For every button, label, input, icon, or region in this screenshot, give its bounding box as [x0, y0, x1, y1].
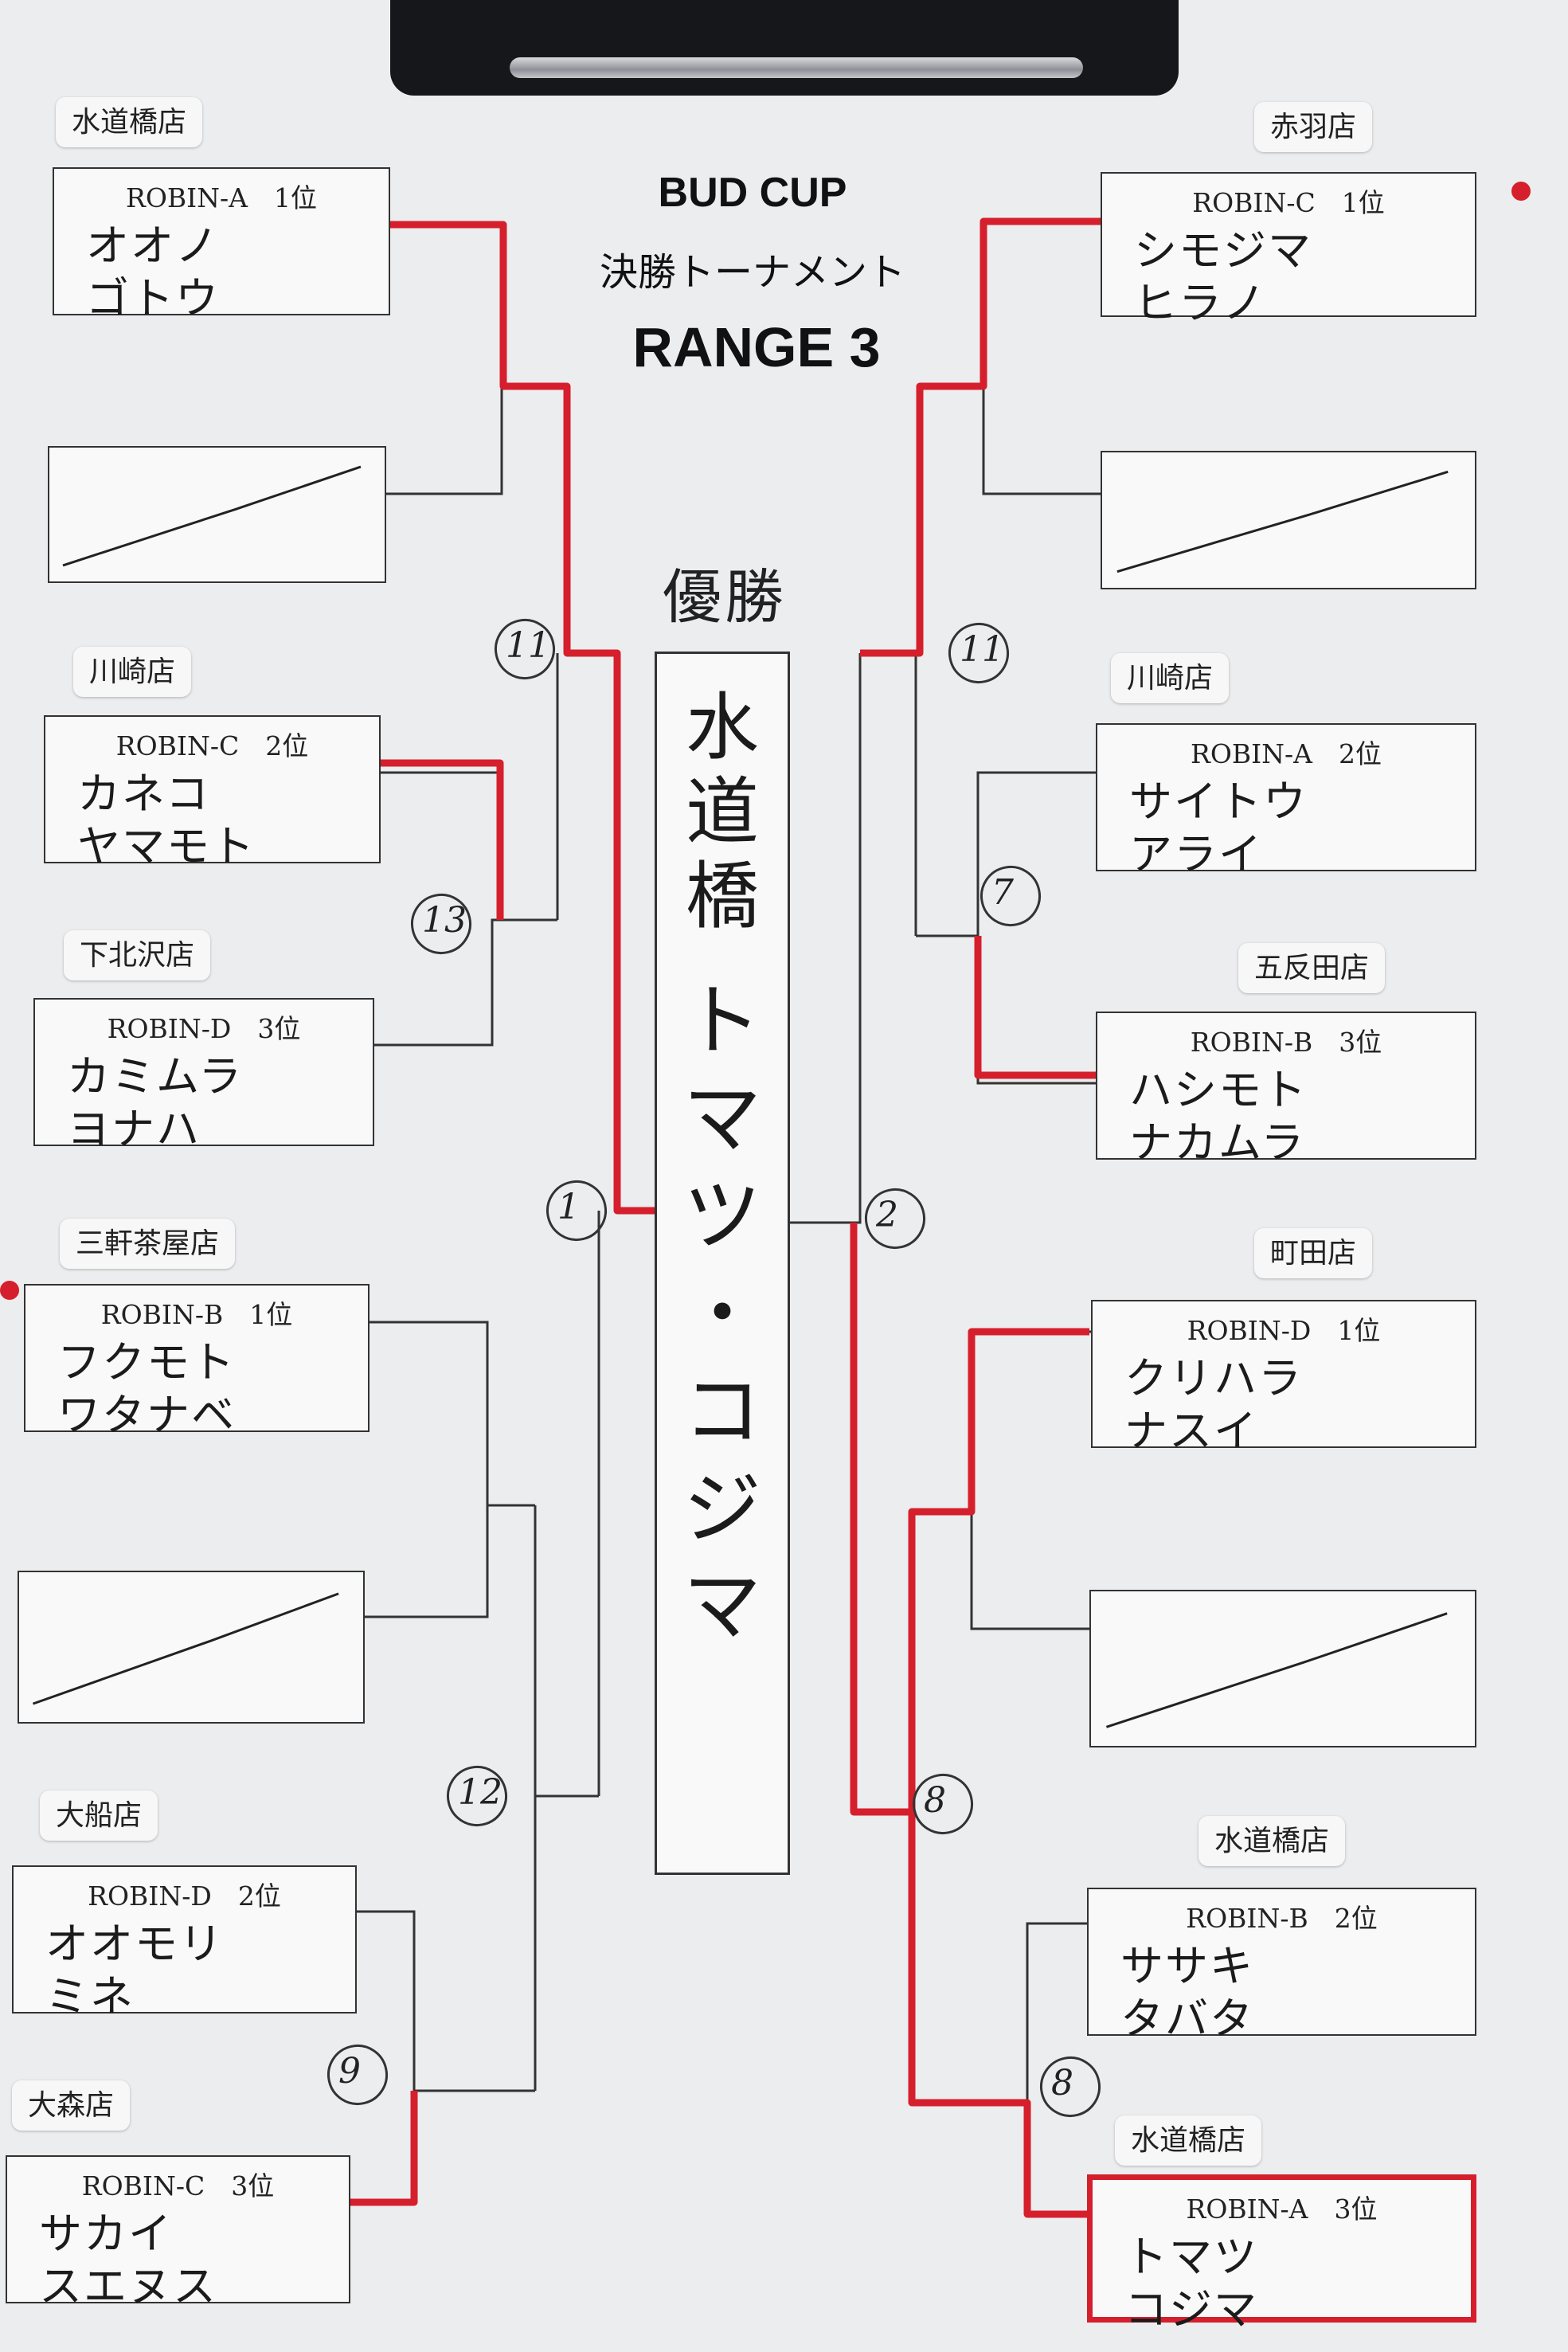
match-number: 7: [991, 872, 1014, 913]
entry-header: ROBIN-D 3位: [107, 1013, 301, 1044]
match-number: 8: [1051, 2063, 1073, 2103]
bye-slash: [1116, 470, 1449, 573]
player-name-2: ヒラノ: [1134, 278, 1267, 328]
store-tag: 大森店: [12, 2080, 131, 2131]
champion-names: ト マ ツ ・ コ ジ マ: [682, 976, 761, 1652]
player-name-1: フクモト: [57, 1337, 236, 1387]
player-name-2: ナカムラ: [1129, 1117, 1306, 1168]
team-entry: ROBIN-A 2位サイトウアライ: [1096, 723, 1476, 879]
bye-slash: [62, 465, 362, 567]
bye-slash: [1105, 1612, 1448, 1728]
player-name-1: カネコ: [77, 769, 210, 819]
store-tag: 三軒茶屋店: [60, 1219, 236, 1270]
champion-store: 水 道 橋: [685, 685, 759, 939]
store-tag: 水道橋店: [56, 97, 203, 148]
bye-slot: [1101, 451, 1476, 589]
player-name-1: トマツ: [1124, 2232, 1258, 2282]
player-name-1: ササキ: [1120, 1941, 1254, 1991]
player-name-2: ナスイ: [1124, 1406, 1258, 1456]
team-entry: ROBIN-C 3位サカイスエヌス: [6, 2155, 350, 2311]
player-name-1: ハシモト: [1129, 1065, 1308, 1115]
player-name-2: ヤマモト: [77, 821, 256, 871]
team-entry: ROBIN-D 2位オオモリミネ: [12, 1865, 357, 2021]
champion-box: 水 道 橋 ト マ ツ ・ コ ジ マ: [655, 652, 790, 1875]
bye-slot: [48, 446, 386, 583]
entry-header: ROBIN-A 3位: [1186, 2194, 1378, 2225]
bye-slash: [32, 1592, 339, 1705]
store-tag: 水道橋店: [1198, 1816, 1346, 1867]
red-dot-mark: [1511, 182, 1531, 201]
match-number: 11: [960, 629, 1004, 670]
player-name-1: オオノ: [86, 221, 220, 271]
player-name-2: ヨナハ: [67, 1104, 201, 1154]
store-tag: 町田店: [1254, 1228, 1373, 1279]
player-name-2: スエヌス: [39, 2261, 217, 2311]
player-name-1: カミムラ: [67, 1051, 244, 1102]
entry-header: ROBIN-A 2位: [1190, 738, 1382, 769]
team-entry: ROBIN-C 1位シモジマヒラノ: [1101, 172, 1476, 328]
store-tag: 大船店: [40, 1790, 158, 1841]
match-number: 9: [338, 2051, 361, 2092]
player-name-1: クリハラ: [1124, 1353, 1303, 1403]
entry-header: ROBIN-B 3位: [1190, 1027, 1382, 1058]
player-name-1: シモジマ: [1134, 225, 1312, 276]
entry-header: ROBIN-D 1位: [1187, 1315, 1381, 1346]
clipboard-bar: [510, 57, 1083, 78]
event-subtitle: 決勝トーナメント: [599, 250, 905, 295]
match-number: 11: [506, 625, 550, 666]
bye-slot: [1089, 1590, 1476, 1747]
player-name-2: ミネ: [45, 1971, 135, 2021]
player-name-2: ゴトウ: [86, 273, 220, 323]
entry-header: ROBIN-C 3位: [81, 2170, 275, 2201]
team-entry: ROBIN-A 3位トマツコジマ: [1087, 2174, 1476, 2334]
match-number: 8: [924, 1780, 946, 1821]
entry-header: ROBIN-B 2位: [1186, 1903, 1378, 1934]
team-entry: ROBIN-D 3位カミムラヨナハ: [33, 998, 374, 1154]
player-name-1: オオモリ: [45, 1919, 224, 1969]
entry-header: ROBIN-A 1位: [125, 182, 318, 213]
team-entry: ROBIN-B 3位ハシモトナカムラ: [1096, 1012, 1476, 1168]
player-name-2: タバタ: [1120, 1994, 1254, 2044]
store-tag: 川崎店: [1111, 653, 1230, 704]
player-name-2: コジマ: [1124, 2284, 1258, 2334]
store-tag: 水道橋店: [1115, 2115, 1262, 2166]
store-tag: 下北沢店: [64, 930, 211, 981]
range-title: RANGE 3: [632, 316, 881, 378]
store-tag: 赤羽店: [1254, 102, 1373, 153]
match-number: 13: [422, 900, 467, 941]
store-tag: 五反田店: [1238, 943, 1386, 994]
match-number: 12: [458, 1772, 502, 1813]
player-name-1: サイトウ: [1129, 777, 1308, 827]
team-entry: ROBIN-B 2位ササキタバタ: [1087, 1888, 1476, 2044]
event-title: BUD CUP: [658, 170, 847, 216]
entry-header: ROBIN-C 1位: [1192, 187, 1385, 218]
store-tag: 川崎店: [73, 647, 192, 698]
champion-label: 優勝: [663, 563, 787, 632]
entry-header: ROBIN-C 2位: [115, 730, 309, 761]
team-entry: ROBIN-B 1位フクモトワタナベ: [24, 1284, 370, 1440]
player-name-1: サカイ: [39, 2209, 173, 2259]
team-entry: ROBIN-A 1位オオノゴトウ: [53, 167, 390, 323]
team-entry: ROBIN-D 1位クリハラナスイ: [1091, 1300, 1476, 1456]
match-number: 2: [876, 1195, 898, 1235]
player-name-2: アライ: [1129, 829, 1263, 879]
entry-header: ROBIN-D 2位: [88, 1880, 281, 1912]
red-dot-mark: [0, 1281, 19, 1300]
clipboard-clip: [390, 0, 1179, 96]
player-name-2: ワタナベ: [57, 1390, 236, 1440]
team-entry: ROBIN-C 2位カネコヤマモト: [44, 715, 381, 871]
match-number: 1: [557, 1187, 580, 1227]
bye-slot: [18, 1571, 365, 1724]
entry-header: ROBIN-B 1位: [100, 1299, 293, 1330]
